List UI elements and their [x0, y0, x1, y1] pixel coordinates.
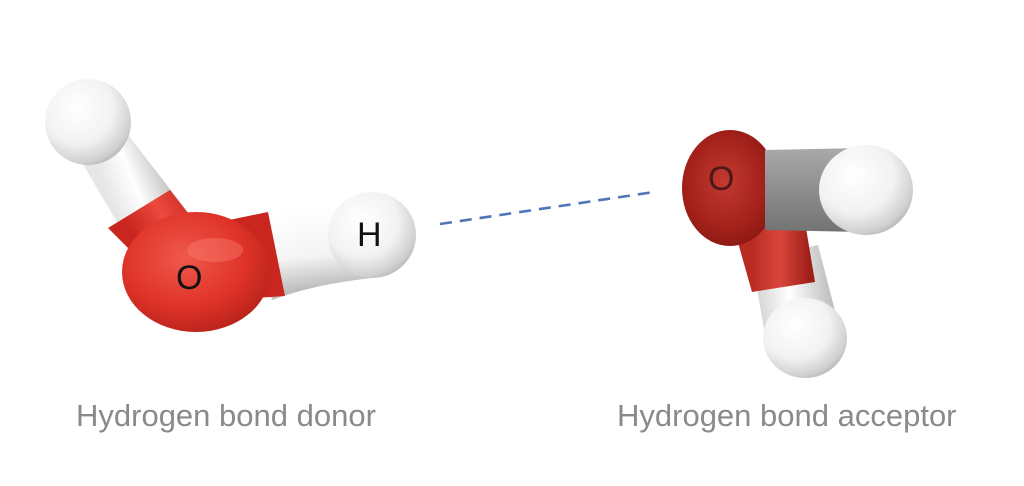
acceptor-oxygen-label: O	[708, 160, 734, 198]
donor-hydrogen-atom-upper	[45, 79, 131, 165]
donor-caption: Hydrogen bond donor	[76, 398, 376, 433]
donor-oxygen-highlight	[187, 238, 243, 262]
acceptor-water-molecule: O	[682, 130, 913, 378]
donor-hydrogen-label: H	[357, 216, 382, 254]
donor-oxygen-atom	[122, 212, 270, 332]
acceptor-oxygen-bond-red	[735, 222, 815, 292]
donor-oxygen-label: O	[176, 259, 202, 297]
hydrogen-bond-dashed-line	[439, 190, 655, 226]
acceptor-caption: Hydrogen bond acceptor	[617, 398, 957, 433]
acceptor-hydrogen-atom-lower	[763, 298, 847, 378]
donor-hydrogen-atom-right	[328, 192, 416, 278]
acceptor-hydrogen-atom-right	[819, 145, 913, 235]
donor-water-molecule: O H	[45, 79, 416, 332]
acceptor-oxygen-atom	[682, 130, 778, 246]
